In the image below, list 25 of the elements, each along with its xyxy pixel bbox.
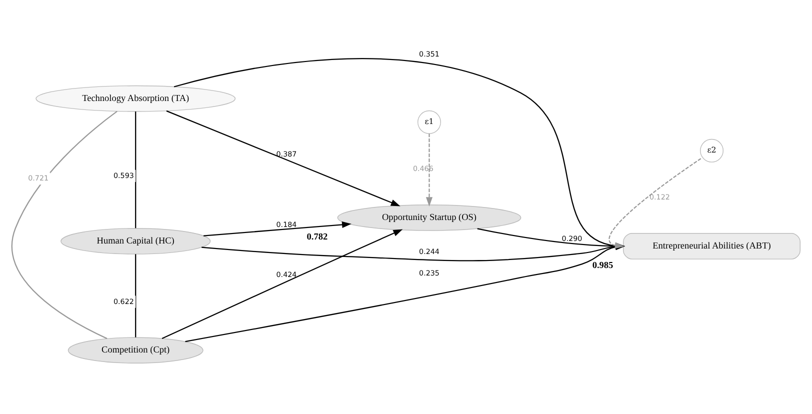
- edge-label: 0.593: [114, 171, 134, 180]
- node-ellipse: Competition (Cpt): [68, 337, 204, 364]
- edge-label: 0.466: [412, 164, 434, 173]
- arrow: [426, 134, 433, 207]
- edge-label: 0.424: [276, 270, 297, 279]
- edge-label: 0.122: [650, 192, 670, 202]
- edge-label: 0.387: [276, 149, 297, 158]
- connector: [135, 254, 136, 338]
- node-ellipse: Technology Absorption (TA): [36, 85, 236, 112]
- connector: [12, 110, 118, 340]
- arrow: [204, 221, 352, 236]
- edge-label: 0.290: [562, 234, 582, 244]
- edge-label: 0.622: [114, 296, 134, 306]
- node-label: 0.985: [592, 260, 614, 271]
- edge-label: 0.351: [419, 50, 440, 59]
- edge-label: 0.244: [419, 247, 440, 256]
- node-label: 0.782: [306, 232, 328, 242]
- node-ellipse: Human Capital (HC): [60, 228, 211, 254]
- node-ellipse: Opportunity Startup (OS): [337, 204, 522, 231]
- edge-label: 0.235: [419, 268, 440, 278]
- edge-label: 0.721: [28, 174, 49, 183]
- arrow: [166, 110, 400, 206]
- connector: [135, 112, 136, 228]
- node-box: Entrepreneurial Abilities (ABT): [622, 233, 801, 260]
- edge-label: 0.184: [276, 220, 297, 229]
